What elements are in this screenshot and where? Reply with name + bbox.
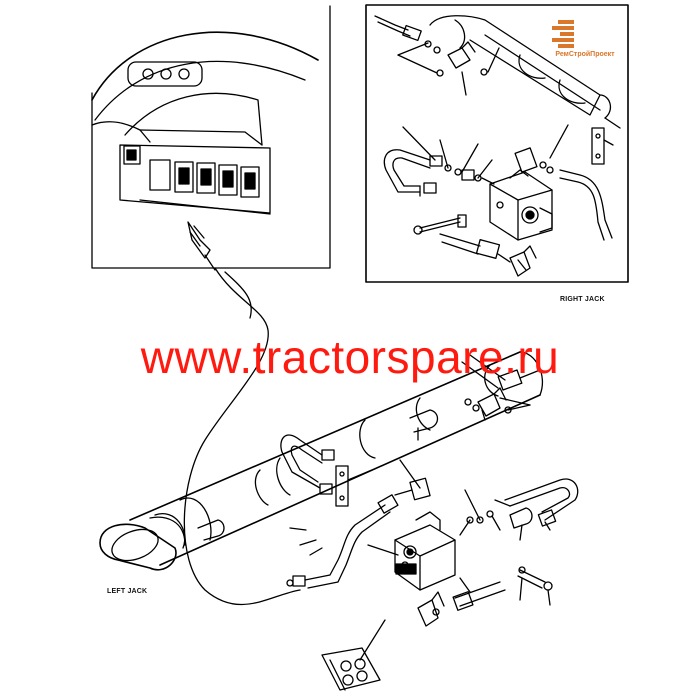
left-hose-pipe-down xyxy=(286,494,399,589)
left-jack-cylinder xyxy=(99,351,544,571)
control-wire xyxy=(183,267,301,606)
left-jack-top-fitting xyxy=(197,409,439,541)
right-jack-frame xyxy=(365,4,629,283)
left-elbow-bottom xyxy=(417,591,445,627)
switch-detail-bottom xyxy=(321,619,386,691)
brand-logo xyxy=(552,20,574,48)
left-hose-upper xyxy=(461,354,541,412)
gauge-cluster xyxy=(127,61,203,87)
right-jack-cylinder xyxy=(429,15,621,129)
logo-text: РемСтройПроект xyxy=(555,51,615,58)
right-jack-label: RIGHT JACK xyxy=(560,296,605,303)
watermark-url: www.tractorspare.ru xyxy=(140,331,560,383)
right-hose-curved xyxy=(383,149,443,197)
right-hose-upper xyxy=(374,15,441,54)
cable-connector xyxy=(187,221,216,271)
cab-control-panel-view xyxy=(91,5,331,271)
left-clamp xyxy=(335,465,349,507)
left-elbow-upper xyxy=(477,387,512,417)
right-clamp xyxy=(591,127,605,165)
right-small-fittings xyxy=(444,164,495,185)
right-bolt xyxy=(413,214,467,235)
left-control-valve xyxy=(394,477,456,591)
left-bolt xyxy=(517,566,553,591)
left-hose-bottom xyxy=(452,581,506,611)
control-wire-2 xyxy=(224,271,252,319)
left-elbow-right xyxy=(509,507,533,529)
right-hose-pipe-right xyxy=(539,161,613,241)
right-jack-inset xyxy=(365,4,629,283)
right-control-valve xyxy=(489,147,553,241)
right-elbow-fitting-upper xyxy=(436,41,488,77)
right-elbow-bottom xyxy=(509,245,537,277)
rocker-switches xyxy=(174,161,260,198)
left-jack-label: LEFT JACK xyxy=(107,588,148,595)
right-hose-bottom xyxy=(439,233,511,263)
left-hose-loop-right xyxy=(466,478,579,527)
switch-panel xyxy=(119,144,271,215)
left-hose-u-bend xyxy=(280,434,335,495)
